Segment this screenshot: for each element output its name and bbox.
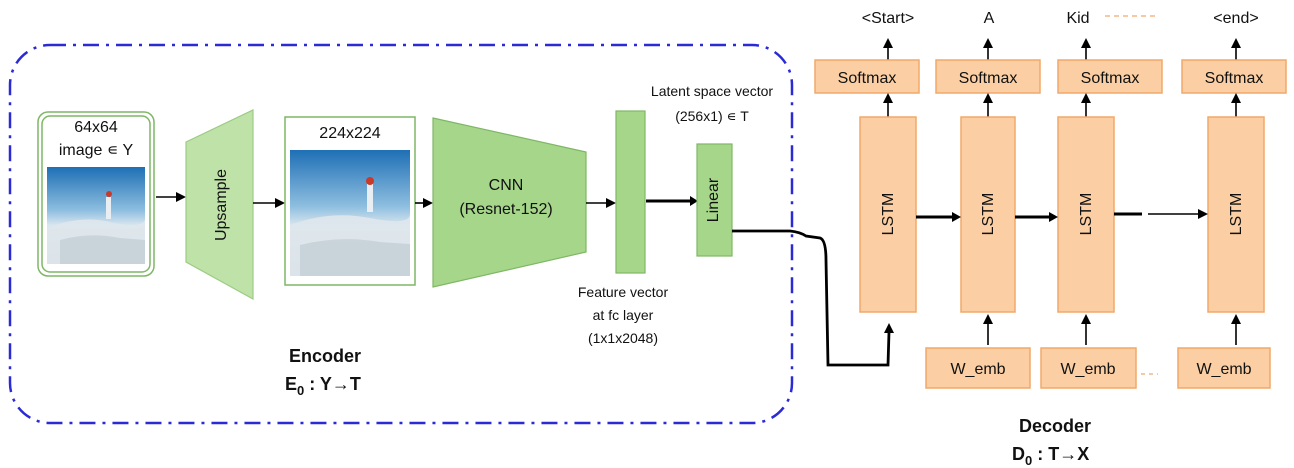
cnn-label: CNN [489, 177, 524, 194]
svg-text:LSTM: LSTM [1228, 193, 1245, 236]
encoder-title: Encoder [289, 346, 361, 366]
svg-text:LSTM: LSTM [880, 193, 897, 236]
input-image [47, 167, 145, 264]
lstm-3 [1057, 116, 1115, 313]
output-token-2: A [984, 10, 995, 27]
wemb-4 [1177, 347, 1271, 389]
input-image-panel: 64x64 image ∊ Y [37, 111, 155, 277]
output-token-4: <end> [1213, 10, 1258, 27]
upsampled-image [290, 150, 410, 276]
feature-vector-bar [615, 110, 646, 274]
upsampled-image-panel: 224x224 [284, 116, 416, 286]
cnn-model-label: (Resnet-152) [459, 201, 552, 218]
latent-to-decoder-connector [732, 229, 891, 367]
softmax-3 [1057, 59, 1163, 94]
feature-vector-label: Feature vector [578, 284, 669, 300]
svg-text:Softmax: Softmax [1081, 70, 1140, 87]
decoder-step-4: <end> Softmax LSTM W_emb [1177, 10, 1287, 389]
output-token-3: Kid [1066, 10, 1089, 27]
softmax-1 [814, 59, 920, 94]
decoder-step-1: <Start> Softmax LSTM [814, 10, 920, 313]
upsampled-size-label: 224x224 [319, 125, 380, 142]
svg-text:Softmax: Softmax [959, 70, 1018, 87]
svg-text:W_emb: W_emb [1060, 361, 1115, 378]
wemb-2 [925, 347, 1031, 389]
feature-dim-label: (1x1x2048) [588, 330, 658, 346]
decoder: <Start> Softmax LSTM A Softmax LSTM W_em… [814, 10, 1287, 468]
lstm-2 [960, 116, 1016, 313]
encoder-formula: E0 : Y→T [285, 374, 361, 398]
input-domain-label: image ∊ Y [59, 142, 134, 159]
decoder-formula: D0 : T→X [1012, 444, 1089, 468]
lstm-1 [859, 116, 917, 313]
svg-text:W_emb: W_emb [950, 361, 1005, 378]
linear-label: Linear [705, 177, 722, 222]
input-size-label: 64x64 [74, 119, 118, 136]
feature-layer-label: at fc layer [593, 307, 654, 323]
svg-text:W_emb: W_emb [1196, 361, 1251, 378]
svg-text:LSTM: LSTM [980, 193, 997, 236]
svg-text:LSTM: LSTM [1078, 193, 1095, 236]
latent-dim-label: (256x1) ∊ T [675, 108, 749, 124]
encoder-boundary [8, 43, 794, 425]
upsample-block: Upsample [185, 109, 254, 301]
lstm-4 [1207, 116, 1265, 313]
decoder-step-2: A Softmax LSTM W_emb [925, 10, 1041, 389]
softmax-4 [1181, 59, 1287, 94]
cnn-block: CNN (Resnet-152) [432, 117, 587, 288]
latent-vector-label: Latent space vector [651, 83, 774, 99]
decoder-step-3: Kid Softmax LSTM W_emb [1040, 10, 1163, 389]
softmax-2 [935, 59, 1041, 94]
svg-text:Softmax: Softmax [838, 70, 897, 87]
upsample-label: Upsample [213, 169, 230, 241]
wemb-3 [1040, 347, 1137, 389]
svg-text:Softmax: Softmax [1205, 70, 1264, 87]
output-token-1: <Start> [862, 10, 914, 27]
linear-block: Linear [696, 143, 733, 257]
decoder-title: Decoder [1019, 416, 1091, 436]
